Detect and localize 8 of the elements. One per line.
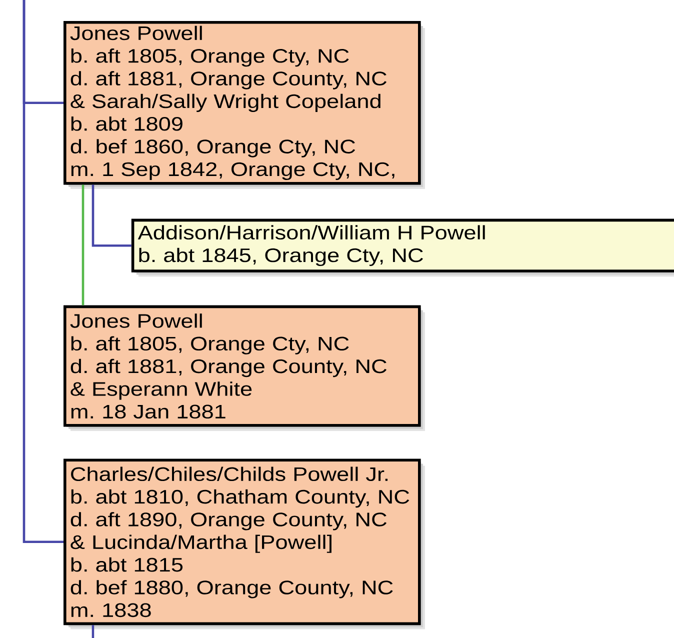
- connector-line: [82, 184, 84, 306]
- connector-line: [92, 184, 132, 247]
- connector-line: [92, 625, 94, 638]
- person-box: Jones Powell b. aft 1805, Orange Cty, NC d. aft 1881, Orange County, NC & Esperann White m. 18 Jan 1881: [64, 305, 425, 431]
- connector-line: [22, 0, 64, 544]
- person-box: Jones Powell b. aft 1805, Orange Cty, NC d. aft 1881, Orange County, NC & Sarah/Sally Wright Copeland b. abt 1809 d. bef 1860, Orange Cty, NC m. 1 Sep 1842, Orange Cty, NC,: [64, 21, 425, 189]
- person-box: Addison/Harrison/William H Powell b. abt 1845, Orange Cty, NC: [131, 218, 674, 277]
- person-box: Charles/Chiles/Childs Powell Jr. b. abt 1810, Chatham County, NC d. aft 1890, Orange County, NC & Lucinda/Martha [Powell] b. abt 1815 d. bef 1880, Orange County, NC m. 1838: [64, 458, 425, 630]
